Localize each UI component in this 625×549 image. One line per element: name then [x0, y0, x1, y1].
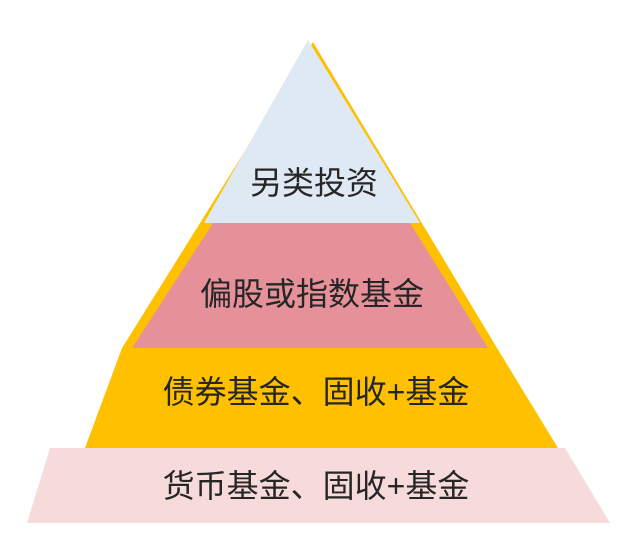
pyramid-level-3-label: 债券基金、固收+基金 [163, 374, 470, 410]
pyramid-level-1-shape [204, 40, 420, 223]
pyramid-level-1-label: 另类投资 [250, 165, 378, 201]
pyramid-level-4-shape [27, 448, 610, 523]
pyramid-level-2-shape [132, 223, 488, 348]
pyramid-level-3-shape [85, 348, 558, 448]
pyramid-level-4-label: 货币基金、固收+基金 [163, 468, 470, 504]
pyramid-level-2-label: 偏股或指数基金 [200, 276, 424, 312]
